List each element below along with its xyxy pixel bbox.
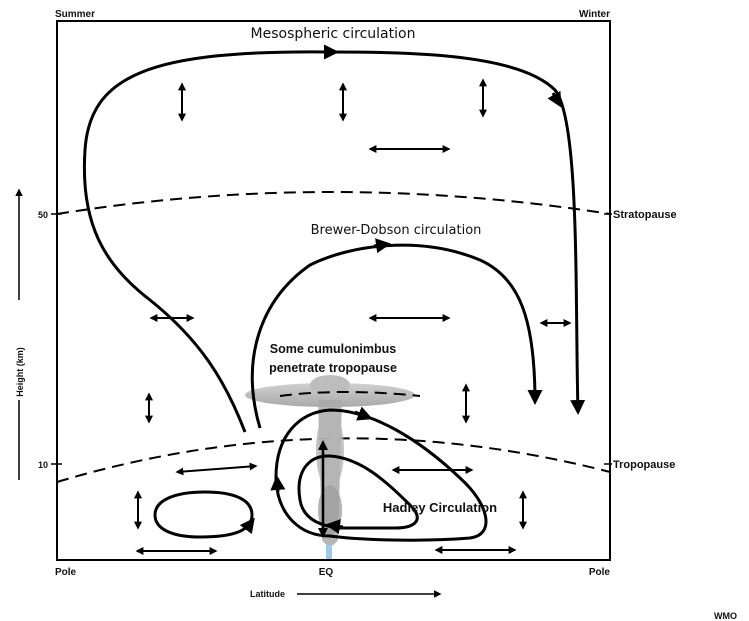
diagram-frame	[56, 20, 611, 561]
stratopause-line	[56, 191, 611, 215]
stratopause-label: Stratopause	[613, 209, 677, 221]
hadley-circulation-label: Hadley Circulation	[383, 500, 497, 515]
hadley-outer-loop	[274, 408, 488, 542]
mesospheric-circulation-arrow	[82, 50, 586, 433]
tropopause-label: Tropopause	[613, 459, 675, 471]
brewer-dobson-direction-marker	[373, 238, 391, 254]
tick-10-label: 10	[38, 460, 48, 470]
pole-left-label: Pole	[55, 567, 77, 578]
equator-label: EQ	[319, 567, 334, 578]
cumulonimbus-label-line1: Some cumulonimbus	[270, 342, 396, 356]
tropopause-line	[56, 437, 611, 483]
tick-50-label: 50	[38, 210, 48, 220]
tropopause-over-cloud	[279, 391, 421, 397]
brewer-dobson-title: Brewer-Dobson circulation	[311, 223, 482, 238]
horizontal-mixing-arrow	[175, 462, 258, 476]
left-small-loop	[153, 490, 254, 539]
hadley-outer-marker-top	[354, 406, 373, 421]
summer-label: Summer	[55, 9, 95, 20]
height-axis-label: Height (km)	[15, 347, 25, 397]
cumulonimbus-label-line2: penetrate tropopause	[269, 361, 397, 375]
mesospheric-descent-marker	[547, 90, 562, 108]
pole-right-label: Pole	[589, 567, 611, 578]
latitude-axis-label: Latitude	[250, 589, 285, 599]
mesospheric-circulation-title: Mesospheric circulation	[251, 26, 416, 42]
winter-label: Winter	[579, 9, 610, 20]
wmo-credit: WMO	[714, 611, 737, 621]
hadley-inner-loop	[297, 454, 419, 530]
left-loop-marker	[239, 517, 255, 535]
hadley-outer-marker-left	[270, 475, 286, 493]
hadley-inner-marker	[325, 519, 344, 535]
cumulonimbus-cloud	[245, 375, 415, 559]
